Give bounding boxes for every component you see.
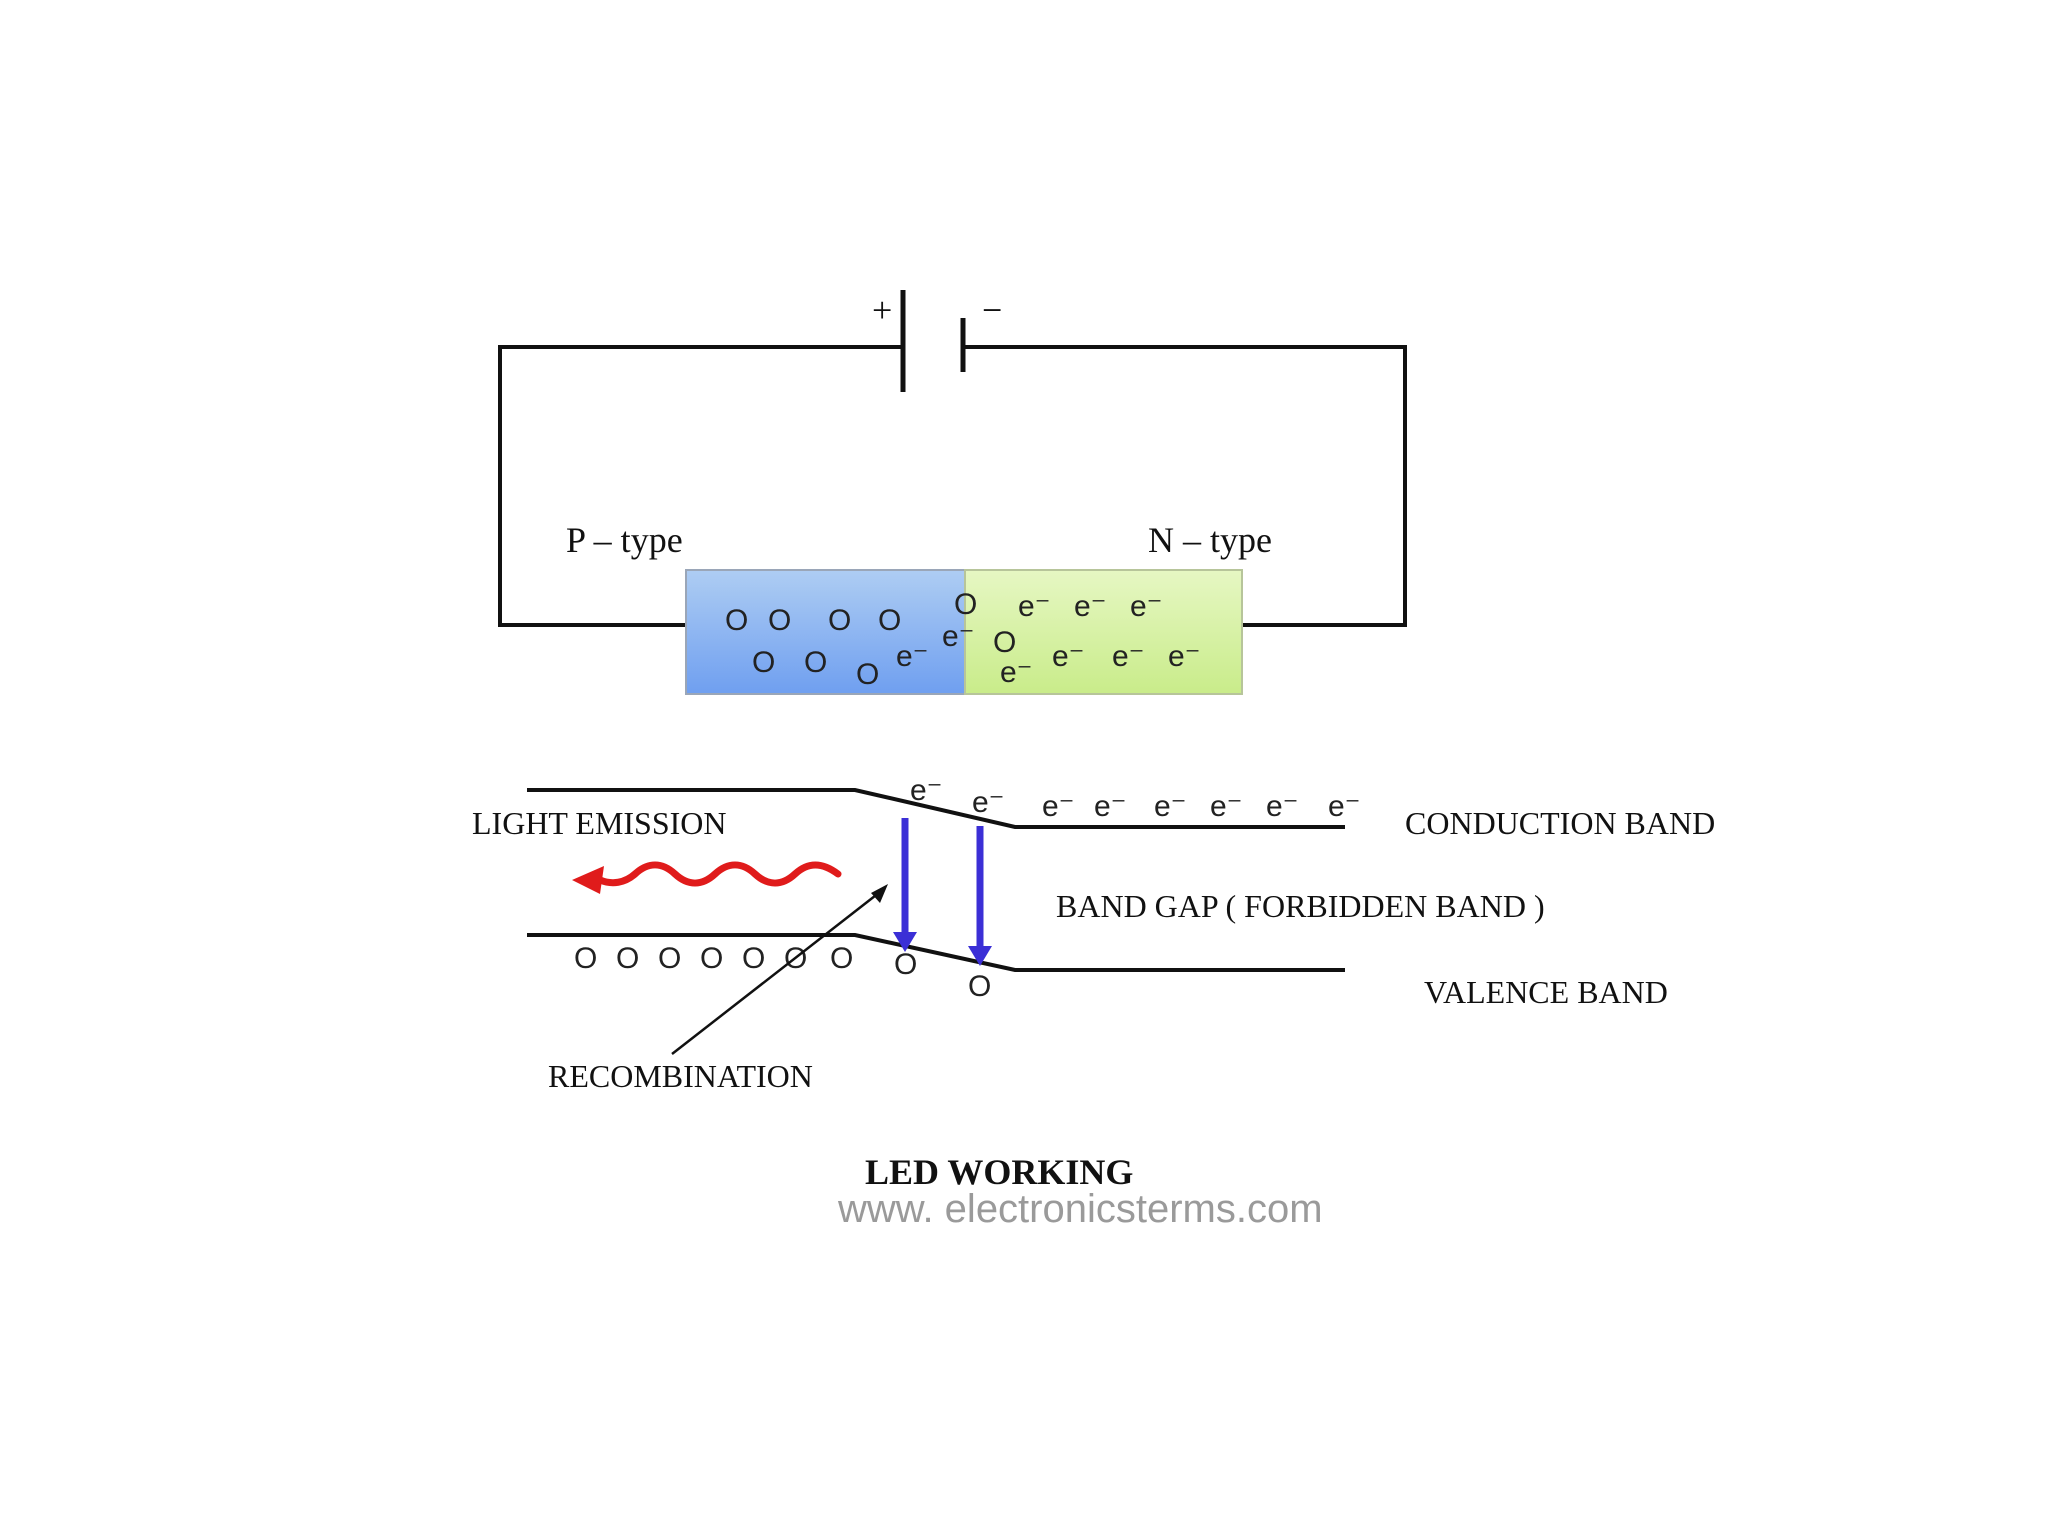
valence-band-line xyxy=(527,933,1345,972)
electron-symbol: e⁻ xyxy=(1094,790,1127,823)
hole-symbol: O xyxy=(993,626,1016,659)
battery-minus-sign: − xyxy=(982,290,1002,330)
hole-symbol: O xyxy=(574,942,597,975)
hole-symbol: O xyxy=(742,942,765,975)
circuit xyxy=(498,290,1407,627)
electron-symbol: e⁻ xyxy=(942,620,975,653)
hole-symbol: O xyxy=(968,970,991,1003)
valence-band-label: VALENCE BAND xyxy=(1424,974,1668,1010)
hole-symbol: O xyxy=(828,604,851,637)
diagram-title: LED WORKING xyxy=(865,1152,1133,1192)
hole-symbol: O xyxy=(830,942,853,975)
hole-symbol: O xyxy=(856,658,879,691)
hole-symbol: O xyxy=(752,646,775,679)
hole-symbol: O xyxy=(878,604,901,637)
electron-symbol: e⁻ xyxy=(1168,640,1201,673)
electron-symbol: e⁻ xyxy=(1266,790,1299,823)
electron-symbol: e⁻ xyxy=(1130,590,1163,623)
transition-arrows xyxy=(893,818,992,966)
light-wave-arrowhead xyxy=(572,866,604,894)
hole-symbol: O xyxy=(616,942,639,975)
battery-plus-sign: + xyxy=(872,290,892,330)
recombination-label: RECOMBINATION xyxy=(548,1058,813,1094)
hole-symbol: O xyxy=(768,604,791,637)
recombination-pointer xyxy=(671,891,881,1055)
p-type-label: P – type xyxy=(566,520,683,560)
electron-symbol: e⁻ xyxy=(1112,640,1145,673)
wire-left xyxy=(498,345,903,627)
electron-symbol: e⁻ xyxy=(1000,656,1033,689)
electron-symbol: e⁻ xyxy=(1210,790,1243,823)
electron-symbol: e⁻ xyxy=(896,640,929,673)
electron-symbol: e⁻ xyxy=(910,774,943,807)
hole-symbol: O xyxy=(954,588,977,621)
hole-symbol: O xyxy=(725,604,748,637)
hole-symbol: O xyxy=(894,948,917,981)
hole-symbol: O xyxy=(804,646,827,679)
p-region-holes: O O O O O O O O O xyxy=(725,588,1016,691)
electron-symbol: e⁻ xyxy=(1018,590,1051,623)
electron-symbol: e⁻ xyxy=(1328,790,1361,823)
electron-symbol: e⁻ xyxy=(972,786,1005,819)
electron-symbol: e⁻ xyxy=(1052,640,1085,673)
conduction-band-electrons: e⁻ e⁻ e⁻ e⁻ e⁻ e⁻ e⁻ e⁻ xyxy=(910,774,1361,823)
recombination-pointer-head xyxy=(871,884,888,903)
conduction-band-line xyxy=(527,788,1345,829)
n-type-region xyxy=(964,569,1243,695)
transition-arrow-2-head xyxy=(968,946,992,966)
junction-electrons: e⁻ e⁻ e⁻ e⁻ e⁻ e⁻ e⁻ e⁻ e⁻ xyxy=(896,590,1201,689)
p-type-region xyxy=(685,569,966,695)
electron-symbol: e⁻ xyxy=(1074,590,1107,623)
hole-symbol: O xyxy=(700,942,723,975)
conduction-band-label: CONDUCTION BAND xyxy=(1405,805,1715,841)
hole-symbol: O xyxy=(658,942,681,975)
light-wave xyxy=(596,861,842,887)
band-gap-label: BAND GAP ( FORBIDDEN BAND ) xyxy=(1056,888,1545,924)
electron-symbol: e⁻ xyxy=(1042,790,1075,823)
wire-right xyxy=(963,345,1407,627)
electron-symbol: e⁻ xyxy=(1154,790,1187,823)
transition-arrow-1-head xyxy=(893,932,917,952)
n-type-label: N – type xyxy=(1148,520,1272,560)
light-emission-label: LIGHT EMISSION xyxy=(472,805,727,841)
watermark: www. electronicsterms.com xyxy=(837,1187,1323,1231)
